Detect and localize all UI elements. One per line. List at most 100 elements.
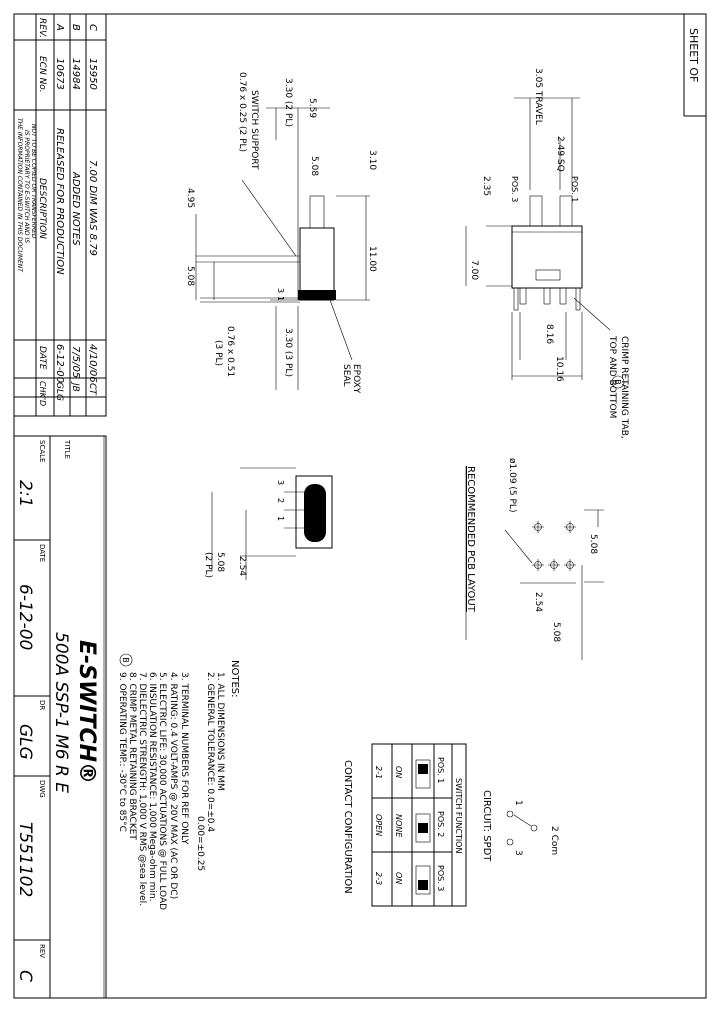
crimp-label-1: CRIMP RETAINING TAB, <box>619 336 629 439</box>
circuit-node-3 <box>506 838 514 846</box>
terminal <box>519 287 527 305</box>
rev-label: REV <box>38 944 46 958</box>
ecn-c: 15950 <box>87 58 98 90</box>
dim-2-49-sq: 2.49 SQ <box>555 136 565 172</box>
crimp-leader <box>573 297 611 331</box>
desc-a: RELEASED FOR PRODUCTION <box>54 128 65 275</box>
sheet-border <box>13 13 707 999</box>
pos3-actuator-icon <box>415 865 431 895</box>
note-8: 8. CRIMP METAL RETAINING BRACKET <box>127 672 137 840</box>
notes-block: NOTES: 1. ALL DIMENSIONS IN MM 2. GENERA… <box>117 653 240 910</box>
pos3-value: ON <box>394 872 403 884</box>
pcb-hole-label: ø1.09 (5 PL) <box>507 458 517 512</box>
pos1-knob-icon <box>418 764 428 774</box>
dim-2-35: 2.35 <box>481 176 491 196</box>
dim-3-30-2pl: 3.30 (2 PL) <box>283 78 293 127</box>
pos1-value: ON <box>394 766 403 778</box>
pos2-connection: OPEN <box>374 814 383 836</box>
bottom-view: 3 2 1 2.54 5.08 (2 PL) <box>203 467 333 580</box>
bottom-terminal-1: 1 <box>276 516 285 521</box>
pcb-layout-title: RECOMMENDED PCB LAYOUT <box>465 466 476 613</box>
pos1-connection: 2-1 <box>374 766 383 779</box>
dim-5-08-pin: 5.08 <box>185 266 195 286</box>
rev-b-marker-text: B <box>121 657 130 663</box>
date-c: 4/10/06 <box>87 344 98 383</box>
dim-11-00: 11.00 <box>367 246 377 272</box>
switch-support-label: SWITCH SUPPORT <box>249 90 259 170</box>
label-pos1: POS. 1 <box>570 176 579 202</box>
terminal <box>559 287 567 305</box>
pos2-value: NONE <box>394 814 403 838</box>
pos3-connection: 2-3 <box>374 872 383 885</box>
pos1-header: POS. 1 <box>436 757 445 783</box>
dim-3-30-3pl: 3.30 (3 PL) <box>283 328 293 377</box>
bottom-body <box>295 475 333 549</box>
ecn-b: 14984 <box>70 58 81 90</box>
bottom-terminal-3: 3 <box>276 480 285 485</box>
sheet-label: SHEET OF <box>687 28 700 82</box>
drawing-title: 500A SSP-1 M6 R E <box>51 632 71 793</box>
crimp-label-2: TOP AND BOTTOM <box>607 335 617 418</box>
dim-5-59: 5.59 <box>307 98 317 118</box>
circuit-switch-arm <box>513 814 532 827</box>
circuit-com-node <box>530 824 538 832</box>
circuit-node-1 <box>506 810 514 818</box>
terminal <box>543 287 551 305</box>
ecn-a: 10673 <box>54 58 65 90</box>
revision-table: REV. ECN No. DESCRIPTION DATE CHK'D A 10… <box>13 13 107 417</box>
dim-7-00: 7.00 <box>469 260 479 280</box>
dim-travel: 3.05 TRAVEL <box>533 68 543 125</box>
rev-b-marker-notes <box>119 653 133 667</box>
pos3-header: POS. 3 <box>436 865 445 891</box>
circuit-com-label: 2 Com <box>549 826 559 855</box>
note-9: 9. OPERATING TEMP.: -30°C to 85°C <box>117 672 127 832</box>
date-a: 6-12-00 <box>54 344 65 383</box>
dim-10-16: 10.16 <box>554 356 564 382</box>
bottom-dim-2-54: 2.54 <box>237 556 247 576</box>
pcb-dim-5-08-b: 5.08 <box>551 622 561 642</box>
pin-size-label: 0.76 x 0.51 <box>225 326 235 377</box>
note-3: 3. TERMINAL NUMBERS FOR REF ONLY <box>179 672 189 845</box>
dr-label: DR <box>38 700 46 710</box>
pcb-layout: RECOMMENDED PCB LAYOUT ø1.09 (5 PL) 5.08… <box>465 458 604 660</box>
dim-4-95: 4.95 <box>185 188 195 208</box>
pcb-dim-5-08-a: 5.08 <box>588 534 598 554</box>
notes-heading: NOTES: <box>229 660 240 698</box>
note-7: 7. DIELECTRIC STRENGTH: 1,000 V RMS @sea… <box>137 672 147 906</box>
date-b: 7/5/05 <box>70 346 81 378</box>
epoxy-leader <box>329 299 353 361</box>
desc-c: 7.00 DIM WAS 8.79 <box>87 160 98 256</box>
note-2b: 0.00=±0.25 <box>195 816 205 871</box>
scale-label: SCALE <box>38 440 46 462</box>
rev-b: B <box>70 24 81 31</box>
desc-b: ADDED NOTES <box>70 171 81 246</box>
switch-body <box>511 225 583 289</box>
pos1-actuator-icon <box>415 759 431 789</box>
bottom-terminal-2: 2 <box>276 498 285 503</box>
switch-support-size: 0.76 x 0.25 (2 PL) <box>237 72 247 152</box>
pcb-holes <box>532 521 576 571</box>
chkd-header: CHK'D <box>38 381 47 406</box>
rev-b-marker-top <box>611 375 625 389</box>
switch-function-table: SWITCH FUNCTION POS. 1 POS. 2 POS. 3 ON … <box>342 743 467 907</box>
side-actuator <box>309 195 325 229</box>
circuit-spdt: CIRCUIT: SPDT 2 Com 1 3 <box>481 790 559 862</box>
ecn-header: ECN No. <box>37 56 47 93</box>
proprietary-line-1: THE INFORMATION CONTAINED IN THIS DOCUME… <box>16 118 23 273</box>
sheet-of-box: SHEET OF <box>683 14 706 117</box>
pin-size-count: (3 PL) <box>213 340 223 366</box>
slot <box>535 269 561 281</box>
description-header: DESCRIPTION <box>37 178 47 239</box>
rev-header: REV. <box>37 18 47 38</box>
chk-a: GLG <box>54 382 64 401</box>
circuit-t1: 1 <box>513 800 523 806</box>
pcb-centerlines <box>532 521 576 571</box>
dim-5-08-side: 5.08 <box>309 156 319 176</box>
side-terminal-3: 3 <box>276 288 285 293</box>
dim-8-16: 8.16 <box>544 324 554 344</box>
note-5: 5. ELECTRIC LIFE: 30,000 ACTUATIONS @ FU… <box>157 672 167 910</box>
pos2-knob-icon <box>418 823 428 833</box>
dwg-value: T551102 <box>15 822 35 897</box>
top-view: 3.05 TRAVEL 2.49 SQ POS. 1 POS. 3 2.35 7… <box>465 68 629 439</box>
